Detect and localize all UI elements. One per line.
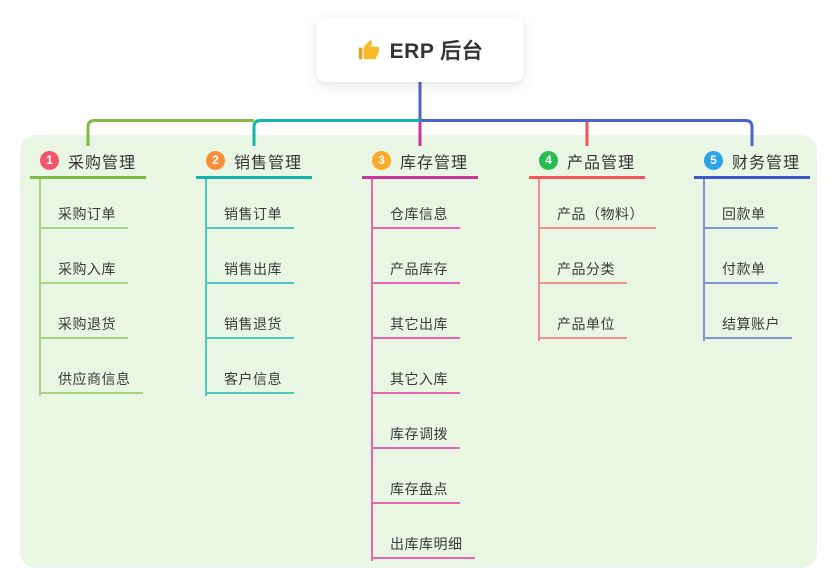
leaf-node[interactable]: 产品分类 [538,254,627,284]
leaf-node[interactable]: 库存调拨 [371,419,460,449]
leaf-node[interactable]: 供应商信息 [39,364,143,394]
branch-purchase-header[interactable]: 1 采购管理 [30,145,146,179]
branch-sales-header[interactable]: 2 销售管理 [196,145,312,179]
leaf-node[interactable]: 销售订单 [205,199,294,229]
leaf-node[interactable]: 仓库信息 [371,199,460,229]
branch-spine [703,179,705,341]
leaf-node[interactable]: 销售出库 [205,254,294,284]
leaf-node[interactable]: 产品（物料） [538,199,656,229]
branch-label: 库存管理 [400,154,469,172]
root-node[interactable]: ERP 后台 [316,18,524,82]
branch-number-badge: 1 [40,151,59,170]
leaf-node[interactable]: 结算账户 [703,309,792,339]
leaf-node[interactable]: 产品库存 [371,254,460,284]
branch-number-badge: 2 [206,151,225,170]
branch-number-badge: 3 [372,151,391,170]
leaf-node[interactable]: 产品单位 [538,309,627,339]
root-node-label: ERP 后台 [389,40,484,63]
branch-label: 销售管理 [234,154,303,172]
branch-spine [205,179,207,396]
leaf-node[interactable]: 库存盘点 [371,474,460,504]
branch-inventory-header[interactable]: 3 库存管理 [362,145,478,179]
branch-number-badge: 4 [539,151,558,170]
leaf-node[interactable]: 出库库明细 [371,529,475,559]
leaf-node[interactable]: 采购入库 [39,254,128,284]
branch-label: 采购管理 [68,154,137,172]
branch-spine [538,179,540,341]
branch-number-badge: 5 [704,151,723,170]
leaf-node[interactable]: 其它入库 [371,364,460,394]
leaf-node[interactable]: 回款单 [703,199,778,229]
leaf-node[interactable]: 采购订单 [39,199,128,229]
leaf-node[interactable]: 采购退货 [39,309,128,339]
leaf-node[interactable]: 其它出库 [371,309,460,339]
branch-label: 产品管理 [567,154,636,172]
thumbs-up-icon [358,39,379,59]
branch-spine [371,179,373,561]
leaf-node[interactable]: 销售退货 [205,309,294,339]
leaf-node[interactable]: 付款单 [703,254,778,284]
leaf-node[interactable]: 客户信息 [205,364,294,394]
mindmap-background-panel [20,135,817,568]
branch-spine [39,179,41,396]
branch-label: 财务管理 [732,154,801,172]
branch-product-header[interactable]: 4 产品管理 [529,145,645,179]
branch-finance-header[interactable]: 5 财务管理 [694,145,810,179]
